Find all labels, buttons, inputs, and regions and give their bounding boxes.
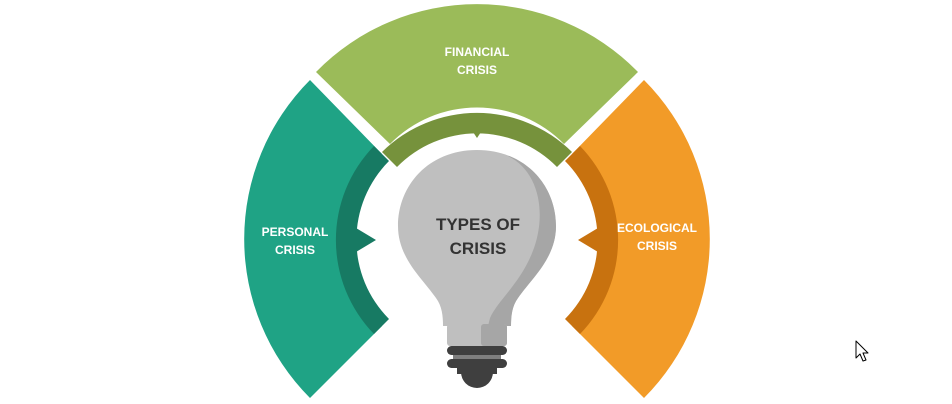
bulb-neck-shade (481, 324, 507, 346)
personal-segment-pointer (356, 228, 376, 252)
financial-label-line1: FINANCIAL (445, 45, 510, 59)
financial-segment-shape (316, 4, 638, 145)
bulb-base-band (447, 359, 507, 368)
ecological-segment-shape (572, 80, 710, 398)
bulb-base-gap (453, 355, 501, 359)
bulb-base-tip (461, 372, 493, 388)
financial-segment-pointer (465, 120, 489, 138)
segment-personal: PERSONAL CRISIS (244, 80, 389, 398)
segment-ecological: ECOLOGICAL CRISIS (565, 80, 710, 398)
personal-segment-inner-band (335, 146, 389, 334)
bulb-base-tip-top (457, 368, 497, 374)
mouse-pointer-icon (855, 340, 869, 362)
personal-label-line1: PERSONAL (262, 225, 329, 239)
center-title-line1: TYPES OF (436, 215, 520, 234)
personal-label-line2: CRISIS (275, 243, 315, 257)
personal-segment-shape (244, 80, 382, 398)
segment-financial: FINANCIAL CRISIS (316, 4, 638, 167)
ecological-segment-pointer (578, 228, 598, 252)
ecological-label-line2: CRISIS (637, 239, 677, 253)
ecological-segment-inner-band (565, 146, 619, 334)
ecological-label-line1: ECOLOGICAL (617, 221, 697, 235)
financial-segment-inner-band (382, 112, 572, 167)
lightbulb-icon: TYPES OF CRISIS (398, 150, 556, 388)
financial-label-line2: CRISIS (457, 63, 497, 77)
center-title-line2: CRISIS (450, 239, 507, 258)
bulb-base-band (447, 346, 507, 355)
